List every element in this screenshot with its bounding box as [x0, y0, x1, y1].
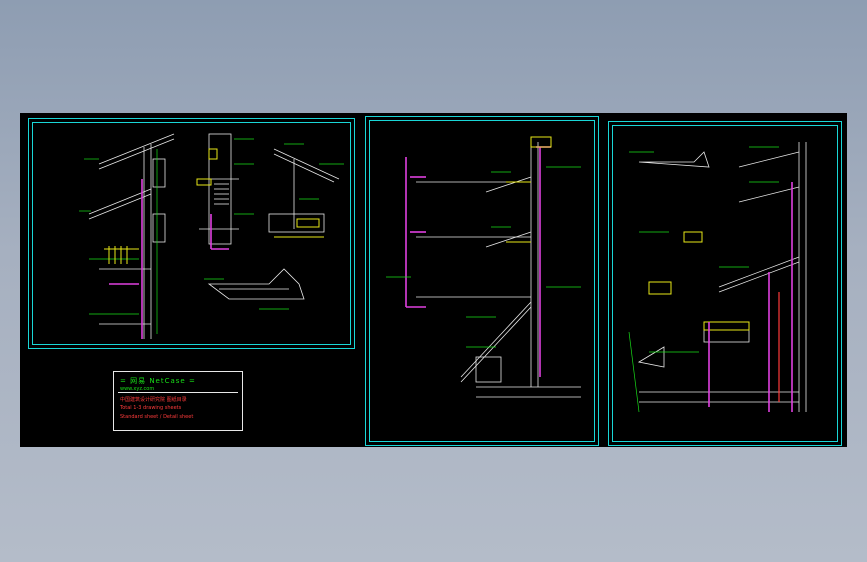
- stamp-title: = 网易 NetCase =: [120, 377, 196, 385]
- stamp-line-1: 中国建筑设计研究院 图纸目录: [120, 397, 187, 403]
- stamp-divider: [118, 392, 238, 393]
- stamp-subtitle: www.xyz.com: [120, 386, 155, 392]
- drawing-sheet-1[interactable]: [28, 118, 355, 349]
- sheet-3-inner-border: [612, 125, 838, 442]
- sheet-3-drawing: [628, 142, 807, 413]
- sheet-1-drawing: [79, 133, 344, 339]
- sheet-1-inner-border: [32, 122, 351, 345]
- drawing-sheet-2[interactable]: [365, 116, 599, 446]
- stamp-line-3: Standard sheet / Detail sheet: [120, 414, 194, 420]
- sheet-2-inner-border: [369, 120, 595, 442]
- title-stamp: = 网易 NetCase = www.xyz.com 中国建筑设计研究院 图纸目…: [113, 371, 243, 431]
- sheet-2-drawing: [386, 136, 581, 398]
- stamp-line-2: Total 1-3 drawing sheets: [120, 405, 182, 411]
- drawing-sheet-3[interactable]: [608, 121, 842, 446]
- cad-drawing-canvas[interactable]: = 网易 NetCase = www.xyz.com 中国建筑设计研究院 图纸目…: [20, 113, 847, 447]
